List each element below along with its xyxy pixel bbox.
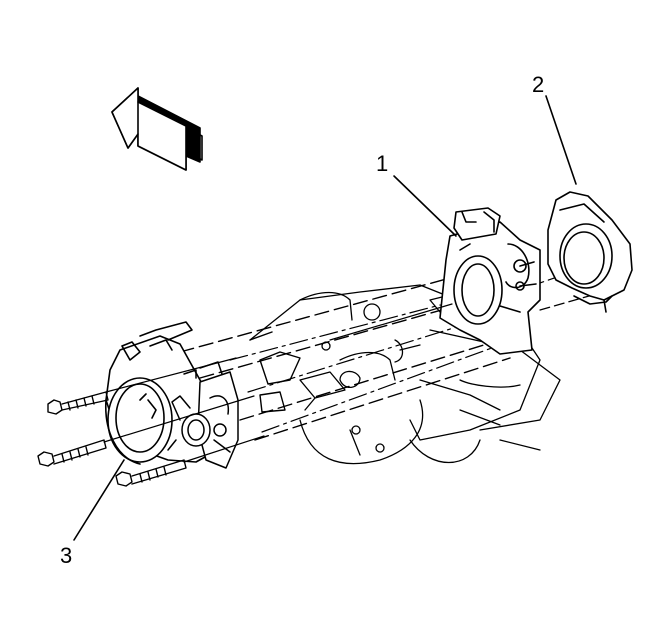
- bolt-icon: [47, 391, 109, 415]
- bolt-icon: [37, 439, 107, 467]
- callout-label-1: 1: [376, 151, 389, 176]
- bolt-projection-lines: [103, 303, 453, 463]
- callout-label-2: 2: [532, 72, 545, 97]
- callout-leaders: [73, 95, 577, 541]
- throttle-actuator: [167, 361, 239, 469]
- direction-arrow-icon: [111, 87, 203, 171]
- alignment-lines: [229, 261, 611, 433]
- bolt-icon: [115, 459, 187, 487]
- callout-label-3: 3: [60, 543, 73, 568]
- air-intake-tube: [179, 277, 511, 441]
- throttle-body-gasket: [547, 191, 633, 313]
- throttle-body: [439, 207, 541, 355]
